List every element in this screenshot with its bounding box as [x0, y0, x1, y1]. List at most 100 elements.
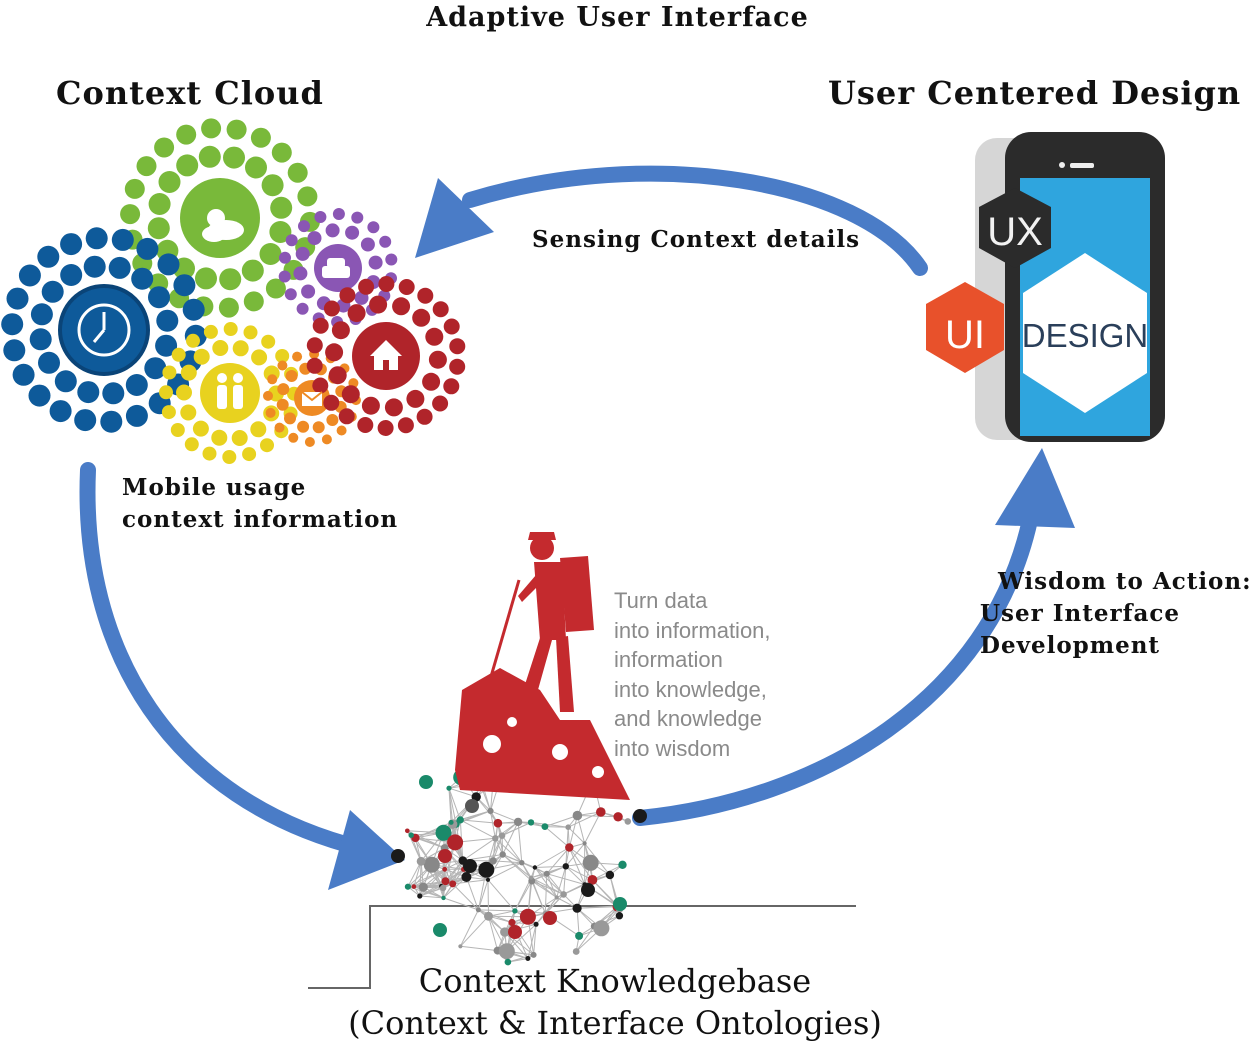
network-hub — [508, 925, 522, 939]
cluster-dot — [183, 299, 205, 321]
cluster-dot — [120, 204, 140, 224]
context-cloud-clusters — [1, 118, 465, 464]
network-node — [486, 878, 490, 882]
network-node — [476, 907, 481, 912]
cluster-dot — [148, 286, 170, 308]
cluster-dot — [186, 334, 200, 348]
cluster-dot — [144, 357, 166, 379]
cluster-dot — [173, 274, 195, 296]
cluster-dot — [136, 238, 158, 260]
cluster-dot — [19, 265, 41, 287]
cluster-dot — [326, 414, 338, 426]
cluster-dot — [298, 220, 310, 232]
cluster-dot — [313, 318, 329, 334]
cluster-dot — [37, 246, 59, 268]
cluster-dot — [193, 421, 209, 437]
network-hub — [391, 849, 405, 863]
network-node — [458, 944, 462, 948]
network-link — [478, 910, 515, 911]
cluster-dot — [305, 437, 315, 447]
cluster-dot — [60, 264, 82, 286]
cluster-dot — [162, 405, 176, 419]
cluster-dot — [348, 304, 366, 322]
cluster-dot — [322, 434, 332, 444]
cluster-dot — [3, 339, 25, 361]
cluster-dot — [219, 298, 239, 318]
network-node — [487, 808, 493, 814]
cluster-dot — [212, 340, 228, 356]
cluster-dot — [232, 430, 248, 446]
network-node — [573, 904, 582, 913]
quote-line: into information, — [614, 616, 771, 646]
cluster-dot — [398, 417, 414, 433]
quote-line: into wisdom — [614, 734, 771, 764]
quote-line: Turn data — [614, 586, 771, 616]
cluster-dot — [325, 343, 343, 361]
quote-line: and knowledge — [614, 704, 771, 734]
quote-line: information — [614, 645, 771, 675]
network-node — [560, 891, 567, 898]
network-node — [625, 818, 632, 825]
network-node — [618, 861, 626, 869]
network-node — [492, 835, 498, 841]
mail-icon — [302, 392, 322, 406]
cluster-dot — [222, 450, 236, 464]
cluster-dot — [417, 409, 433, 425]
cluster-dot — [337, 426, 347, 436]
phone-design-graphic: UX UI DESIGN — [926, 132, 1165, 442]
cluster-dot — [392, 297, 410, 315]
cluster-dot — [379, 236, 391, 248]
cluster-dot — [277, 361, 287, 371]
cluster-dot — [244, 291, 264, 311]
cluster-dot — [367, 221, 379, 233]
cluster-dot — [286, 370, 298, 382]
cluster-dot — [109, 257, 131, 279]
cluster-dot — [292, 352, 302, 362]
hiker — [518, 532, 594, 712]
network-node — [442, 877, 450, 885]
caption-line: context information — [122, 504, 398, 536]
phone-speaker — [1070, 163, 1094, 168]
network-link — [545, 827, 569, 848]
network-node — [412, 884, 417, 889]
cluster-dot — [406, 390, 424, 408]
network-node — [499, 943, 515, 959]
cluster-dot — [156, 310, 178, 332]
network-node — [573, 811, 583, 821]
arrow-design-to-cloud — [470, 174, 920, 268]
network-node — [613, 812, 622, 821]
cluster-dot — [279, 271, 291, 283]
cluster-dot — [313, 421, 325, 433]
edge-label-line: Wisdom to Action: — [998, 566, 1250, 598]
cluster-dot — [204, 325, 218, 339]
network-node — [484, 912, 493, 921]
cluster-dot — [31, 303, 53, 325]
cluster-dot — [223, 147, 245, 169]
cluster-dot — [385, 254, 397, 266]
cluster-dot — [171, 423, 185, 437]
network-node — [531, 952, 537, 958]
cluster-dot — [417, 288, 433, 304]
cluster-dot — [351, 212, 363, 224]
cluster-dot — [297, 421, 309, 433]
cluster-dot — [242, 260, 264, 282]
network-node — [533, 865, 537, 869]
cluster-dot — [154, 138, 174, 158]
cluster-dot — [266, 408, 276, 418]
cluster-dot — [385, 398, 403, 416]
network-node — [593, 920, 609, 936]
cluster-dot — [443, 378, 459, 394]
cluster-dot — [29, 385, 51, 407]
network-link — [489, 916, 498, 950]
cluster-dot — [227, 120, 247, 140]
network-node — [447, 834, 463, 850]
cluster-dot — [251, 349, 267, 365]
quote-line: into knowledge, — [614, 675, 771, 705]
network-node — [494, 819, 503, 828]
network-node — [417, 893, 422, 898]
network-link — [460, 916, 488, 946]
cluster-dot — [293, 266, 307, 280]
cluster-dot — [244, 325, 258, 339]
network-node — [512, 908, 517, 913]
